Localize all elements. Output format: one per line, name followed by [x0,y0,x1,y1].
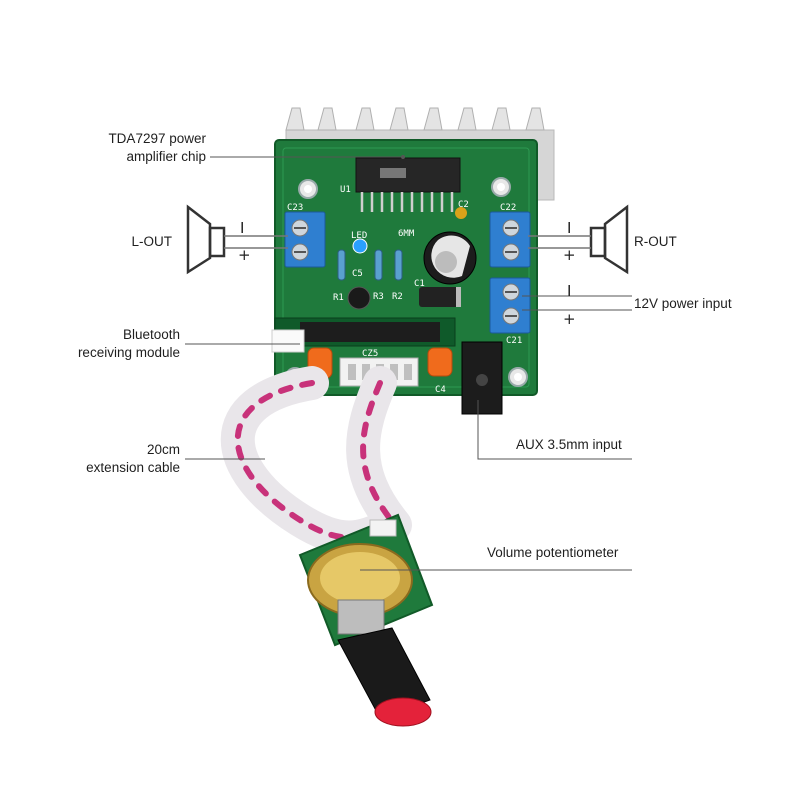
r-out-plus-sign: + [563,246,576,264]
l-out-label: L-OUT [131,234,173,249]
terminal-blocks [284,211,531,334]
power-input-label: 12V power input [634,296,732,311]
silk-brand: 6MM [398,229,415,239]
silk-r2: R2 [392,292,403,302]
tda7297-chip [355,157,461,212]
aux-label: AUX 3.5mm input [516,437,622,452]
silk-c21: C21 [506,336,522,346]
terminal-c23 [284,211,326,268]
bluetooth-callout-line-1: Bluetooth [122,327,180,342]
right-speaker-icon [589,204,629,275]
silk-r3: R3 [373,292,384,302]
r-out-minus-sign: I [567,219,572,237]
power-minus-sign: I [567,282,572,300]
bluetooth-module [271,317,456,353]
silk-cz5: CZ5 [362,349,378,359]
volume-potentiometer [307,543,432,727]
small-components [337,207,467,310]
left-speaker-icon [186,204,226,275]
chip-callout: TDA7297 power amplifier chip [70,130,206,166]
silk-c4: C4 [435,385,446,395]
bluetooth-callout: Bluetooth receiving module [40,326,180,362]
terminal-c21 [489,277,531,334]
ribbon-cable [220,366,412,555]
silk-c22: C22 [500,203,516,213]
chip-callout-line-2: amplifier chip [126,149,206,164]
silkscreen-labels: U1 C23 C22 C21 C2 C1 C4 C5 R1 R2 R3 LED … [287,185,522,395]
electrolytic-capacitor [423,231,477,285]
chip-callout-line-1: TDA7297 power [108,131,206,146]
l-out-minus-sign: I [240,219,245,237]
cable-callout: 20cm extension cable [40,441,180,477]
r-out-label: R-OUT [634,234,677,249]
silk-r1: R1 [333,293,344,303]
cable-callout-line-1: 20cm [146,442,180,457]
l-out-plus-sign: + [238,246,251,264]
aux-jack [461,341,503,415]
power-plus-sign: + [563,310,576,328]
silk-c1: C1 [414,279,425,289]
speaker-wires [224,235,591,249]
callout-leader-lines [185,155,632,571]
silk-c5: C5 [352,269,363,279]
cable-callout-line-2: extension cable [86,460,180,475]
silk-u1: U1 [340,185,351,195]
silk-c23: C23 [287,203,303,213]
silk-led: LED [351,231,367,241]
silk-c2: C2 [458,200,469,210]
terminal-c22 [489,211,531,268]
bluetooth-callout-line-2: receiving module [77,345,180,360]
volume-label: Volume potentiometer [487,545,619,560]
